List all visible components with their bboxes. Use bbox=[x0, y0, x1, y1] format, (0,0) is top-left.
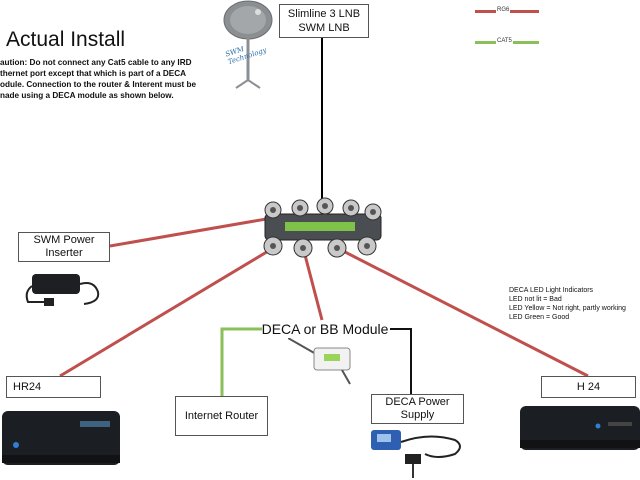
coax-hr24 bbox=[59, 248, 271, 378]
h24-label: H 24 bbox=[576, 381, 601, 393]
receiver-icon bbox=[2, 411, 120, 465]
page-title: Actual Install bbox=[6, 28, 126, 51]
swm-splitter-icon bbox=[263, 197, 382, 258]
legend-cat5-label: CAT5 bbox=[496, 38, 513, 44]
led-line: LED not lit = Bad bbox=[509, 296, 562, 303]
caution-line: thernet port except that which is part o… bbox=[0, 69, 187, 78]
caution-line: nade using a DECA module as shown below. bbox=[0, 91, 174, 100]
swm-inserter-line2: Inserter bbox=[45, 247, 83, 259]
lnb-line2: SWM LNB bbox=[298, 22, 350, 34]
led-indicator-notes: DECA LED Light Indicators LED not lit = … bbox=[509, 286, 626, 322]
internet-router-label: Internet Router bbox=[184, 410, 259, 422]
led-line: LED Green = Good bbox=[509, 314, 570, 321]
led-line: LED Yellow = Not right, partly working bbox=[509, 305, 626, 312]
hr24-label: HR24 bbox=[13, 381, 42, 393]
caution-line: aution: Do not connect any Cat5 cable to… bbox=[0, 58, 192, 67]
deca-module-label: DECA or BB Module bbox=[261, 321, 389, 337]
deca-power-line1: DECA Power bbox=[385, 396, 450, 408]
caution-line: odule. Connection to the router & Intere… bbox=[0, 80, 197, 89]
coax-h24 bbox=[344, 250, 589, 378]
deca-power-line2: Supply bbox=[400, 409, 435, 421]
deca-power-supply-box: DECA Power Supply bbox=[371, 394, 464, 424]
deca-power-link bbox=[390, 328, 412, 394]
swm-power-inserter-box: SWM Power Inserter bbox=[18, 232, 110, 262]
internet-router-box: Internet Router bbox=[175, 396, 268, 436]
caution-note: aution: Do not connect any Cat5 cable to… bbox=[0, 57, 225, 101]
legend-rg6-label: RG6 bbox=[496, 7, 511, 13]
power-supply-icon bbox=[371, 430, 461, 478]
deca-module-icon bbox=[288, 338, 351, 385]
lnb-label-box: Slimline 3 LNB SWM LNB bbox=[279, 4, 369, 38]
power-adapter-icon bbox=[25, 274, 100, 306]
lnb-line1: Slimline 3 LNB bbox=[287, 8, 361, 20]
coax-swm-inserter bbox=[109, 216, 273, 248]
receiver-icon bbox=[520, 406, 640, 450]
cat5-router-link bbox=[220, 327, 262, 396]
h24-label-box: H 24 bbox=[541, 376, 636, 398]
coax-deca-module bbox=[303, 254, 324, 321]
hr24-label-box: HR24 bbox=[6, 376, 101, 398]
swm-inserter-line1: SWM Power bbox=[33, 234, 95, 246]
satellite-dish-icon bbox=[223, 0, 273, 89]
led-title: DECA LED Light Indicators bbox=[509, 287, 594, 294]
